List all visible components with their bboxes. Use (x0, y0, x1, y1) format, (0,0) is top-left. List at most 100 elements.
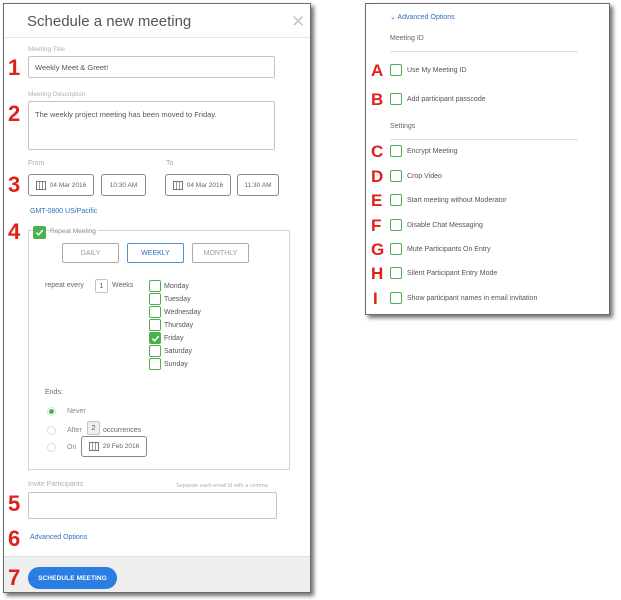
crop-video-label: Crop Video (407, 173, 442, 180)
step-marker-7: 7 (8, 565, 21, 590)
ends-after-label: After (67, 427, 82, 434)
ends-after-count-input[interactable]: 2 (87, 421, 100, 435)
dialog-title: Schedule a new meeting (27, 13, 192, 30)
to-date-picker[interactable]: 04 Mar 2016 (165, 174, 231, 196)
day-checkbox-wednesday[interactable] (149, 306, 161, 318)
day-checkbox-thursday[interactable] (149, 319, 161, 331)
from-label: From (28, 160, 45, 167)
step-marker-3: 3 (8, 172, 21, 197)
disable-chat-label: Disable Chat Messaging (407, 222, 483, 229)
schedule-meeting-button[interactable]: SCHEDULE MEETING (28, 567, 117, 589)
meeting-description-value: The weekly project meeting has been move… (35, 110, 217, 119)
from-date-picker[interactable]: 04 Mar 2016 (28, 174, 94, 196)
invite-participants-input[interactable] (28, 492, 277, 519)
settings-divider (390, 139, 578, 140)
option-marker-b: B (371, 90, 384, 109)
start-without-moderator-label: Start meeting without Moderator (407, 197, 507, 204)
invite-hint: Separate each email id with a comma (176, 483, 268, 489)
crop-video-checkbox[interactable] (390, 170, 402, 182)
header-divider (4, 37, 310, 38)
settings-header: Settings (390, 123, 416, 130)
to-label: To (166, 160, 174, 167)
day-label-friday: Friday (164, 335, 184, 342)
add-participant-passcode-label: Add participant passcode (407, 96, 486, 103)
ends-on-radio[interactable] (47, 443, 56, 452)
ends-on-label: On (67, 444, 77, 451)
timezone-link[interactable]: GMT-0800 US/Pacific (30, 208, 98, 215)
meeting-title-label: Meeting Title (28, 46, 65, 53)
calendar-icon (172, 180, 183, 190)
step-marker-4: 4 (8, 219, 21, 244)
step-marker-1: 1 (8, 55, 21, 80)
step-marker-6: 6 (8, 526, 21, 551)
meeting-title-input[interactable]: Weekly Meet & Greet! (28, 56, 275, 78)
checkmark-icon (151, 335, 159, 342)
ends-on-date-value: 29 Feb 2016 (102, 443, 140, 450)
day-checkbox-friday[interactable] (149, 332, 161, 344)
schedule-meeting-dialog: Schedule a new meeting ✕ Meeting Title W… (3, 3, 311, 593)
show-names-in-invite-label: Show participant names in email invitati… (407, 295, 538, 302)
mute-on-entry-label: Mute Participants On Entry (407, 246, 491, 253)
from-time-picker[interactable]: 10:30 AM (101, 174, 146, 196)
option-marker-f: F (371, 216, 382, 235)
day-checkbox-monday[interactable] (149, 280, 161, 292)
ends-after-radio[interactable] (47, 426, 56, 435)
option-marker-h: H (371, 264, 384, 283)
ends-on-date-picker[interactable]: 29 Feb 2016 (81, 436, 147, 457)
add-participant-passcode-checkbox[interactable] (390, 93, 402, 105)
day-checkbox-saturday[interactable] (149, 345, 161, 357)
day-label-monday: Monday (164, 283, 189, 290)
meeting-title-value: Weekly Meet & Greet! (35, 62, 109, 72)
day-checkbox-tuesday[interactable] (149, 293, 161, 305)
ends-after-suffix: occurrences (103, 427, 142, 434)
repeat-every-value: 1 (99, 282, 104, 290)
ends-label: Ends: (45, 389, 63, 396)
encrypt-meeting-label: Encrypt Meeting (407, 148, 458, 155)
day-label-sunday: Sunday (164, 361, 188, 368)
tab-weekly[interactable]: WEEKLY (127, 243, 184, 263)
calendar-icon (35, 180, 46, 190)
option-marker-e: E (371, 191, 383, 210)
silent-entry-checkbox[interactable] (390, 267, 402, 279)
tab-monthly[interactable]: MONTHLY (192, 243, 249, 263)
mute-on-entry-checkbox[interactable] (390, 243, 402, 255)
advanced-options-toggle[interactable]: ⌄ Advanced Options (390, 14, 455, 21)
advanced-options-link[interactable]: Advanced Options (30, 534, 88, 541)
option-marker-g: G (371, 240, 385, 259)
calendar-icon (88, 442, 99, 451)
option-marker-a: A (371, 61, 384, 80)
step-marker-5: 5 (8, 491, 21, 516)
repeat-meeting-checkbox[interactable] (33, 226, 46, 239)
to-date-value: 04 Mar 2016 (186, 181, 224, 189)
disable-chat-checkbox[interactable] (390, 219, 402, 231)
day-checkbox-sunday[interactable] (149, 358, 161, 370)
close-icon[interactable]: ✕ (291, 12, 306, 32)
encrypt-meeting-checkbox[interactable] (390, 145, 402, 157)
repeat-meeting-label: Repeat Meeting (50, 228, 98, 235)
meeting-description-label: Meeting Description (28, 91, 86, 98)
start-without-moderator-checkbox[interactable] (390, 194, 402, 206)
option-marker-c: C (371, 142, 384, 161)
show-names-in-invite-checkbox[interactable] (390, 292, 402, 304)
invite-participants-label: Invite Participants (28, 481, 84, 488)
use-my-meeting-id-label: Use My Meeting ID (407, 67, 467, 74)
day-label-wednesday: Wednesday (164, 309, 201, 316)
repeat-every-label: repeat every (45, 282, 84, 289)
silent-entry-label: Silent Participant Entry Mode (407, 270, 498, 277)
to-time-picker[interactable]: 11:30 AM (237, 174, 279, 196)
use-my-meeting-id-checkbox[interactable] (390, 64, 402, 76)
ends-after-count-value: 2 (91, 424, 96, 432)
day-label-saturday: Saturday (164, 348, 193, 355)
option-marker-i: I (373, 289, 378, 308)
advanced-options-panel: ⌄ Advanced Options Meeting ID Use My Mee… (365, 3, 610, 315)
tab-daily[interactable]: DAILY (62, 243, 119, 263)
meeting-description-input[interactable]: The weekly project meeting has been move… (28, 101, 275, 150)
ends-never-radio[interactable] (47, 407, 56, 416)
repeat-every-input[interactable]: 1 (95, 279, 108, 293)
ends-never-label: Never (67, 408, 86, 415)
day-label-thursday: Thursday (164, 322, 194, 329)
option-marker-d: D (371, 167, 384, 186)
from-date-value: 04 Mar 2016 (49, 181, 87, 189)
meeting-id-header: Meeting ID (390, 35, 424, 42)
meeting-id-divider (390, 51, 578, 52)
